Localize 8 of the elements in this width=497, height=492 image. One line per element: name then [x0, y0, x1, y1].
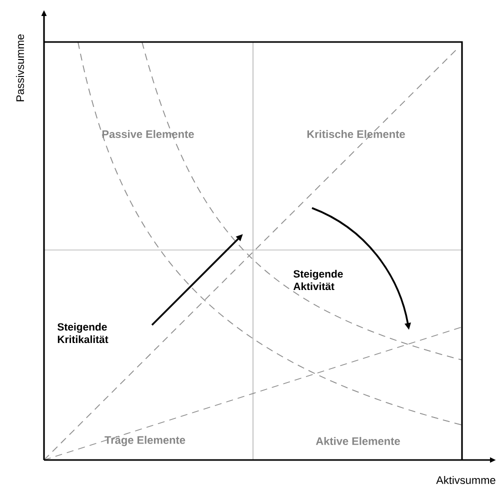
quadrant-label: Aktive Elemente: [316, 436, 400, 446]
quadrant-label: Träge Elemente: [104, 436, 186, 446]
quadrant-label: Kritische Elemente: [307, 130, 405, 138]
axis-label: Aktivsumme: [436, 476, 496, 484]
quadrant-label: Passive Elemente: [102, 130, 194, 138]
direction-label: Steigende Kritikalität: [58, 322, 108, 344]
axis-label: Passivsumme: [16, 34, 24, 102]
direction-label: Steigende Aktivität: [293, 270, 343, 290]
